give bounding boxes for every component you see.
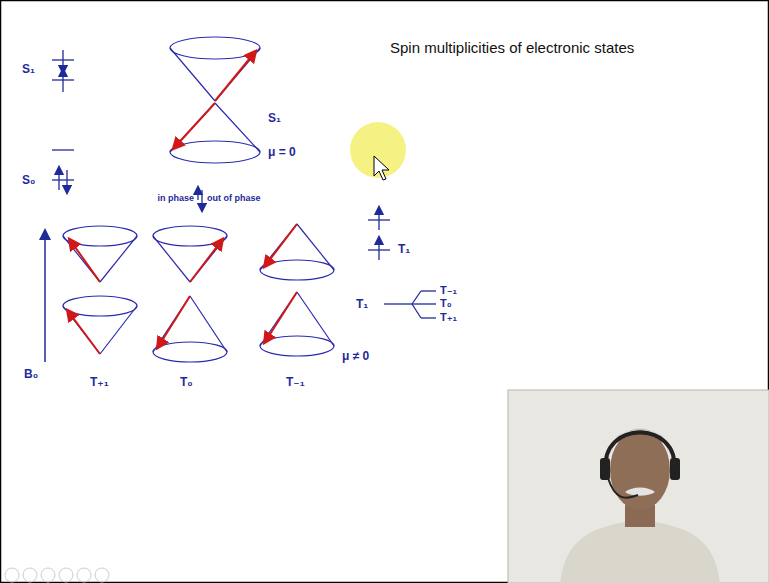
- field-label: B₀: [24, 368, 38, 380]
- moment-label: μ ≠ 0: [342, 350, 369, 362]
- phase-label: in phase: [157, 194, 194, 203]
- slide-title: Spin multiplicities of electronic states: [390, 40, 634, 55]
- sublevel-label: T₊₁: [90, 376, 109, 388]
- sublevel-label: T₀: [180, 376, 193, 388]
- phase-label: out of phase: [207, 194, 261, 203]
- state-label: S₁: [22, 63, 35, 75]
- sublevel-label: T₊₁: [440, 312, 457, 323]
- state-label: T₁: [398, 243, 410, 255]
- sublevel-label: T₋₁: [440, 285, 457, 296]
- moment-label: μ = 0: [268, 146, 296, 158]
- state-label: S₁: [268, 112, 281, 124]
- state-label: S₀: [22, 174, 35, 186]
- state-label: T₁: [356, 298, 368, 310]
- sublevel-label: T₋₁: [286, 376, 305, 388]
- sublevel-label: T₀: [440, 298, 452, 309]
